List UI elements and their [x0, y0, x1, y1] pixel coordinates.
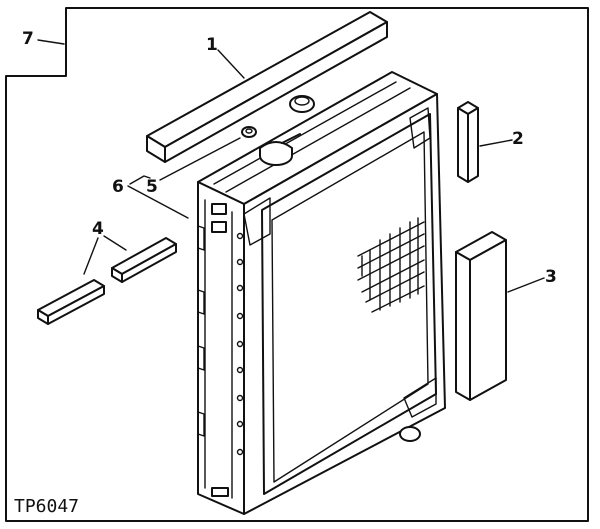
small-plug — [241, 126, 257, 138]
lower-left-seal-lower — [37, 279, 105, 325]
callout-4: 4 — [92, 219, 104, 239]
radiator — [197, 71, 446, 515]
figure-reference: TP6047 — [14, 496, 79, 517]
callout-3: 3 — [545, 267, 557, 287]
panel-border — [5, 7, 589, 522]
callout-2: 2 — [512, 129, 524, 149]
callout-7: 7 — [22, 29, 34, 49]
leader-lines — [37, 39, 545, 293]
callout-1: 1 — [206, 35, 218, 55]
top-seal-strip — [146, 11, 388, 163]
large-right-seal — [455, 231, 507, 401]
callout-6: 6 — [112, 177, 124, 197]
callout-5: 5 — [146, 177, 158, 197]
core-mesh — [357, 217, 425, 313]
small-right-seal — [457, 101, 479, 183]
lower-left-seal-upper — [111, 237, 177, 283]
